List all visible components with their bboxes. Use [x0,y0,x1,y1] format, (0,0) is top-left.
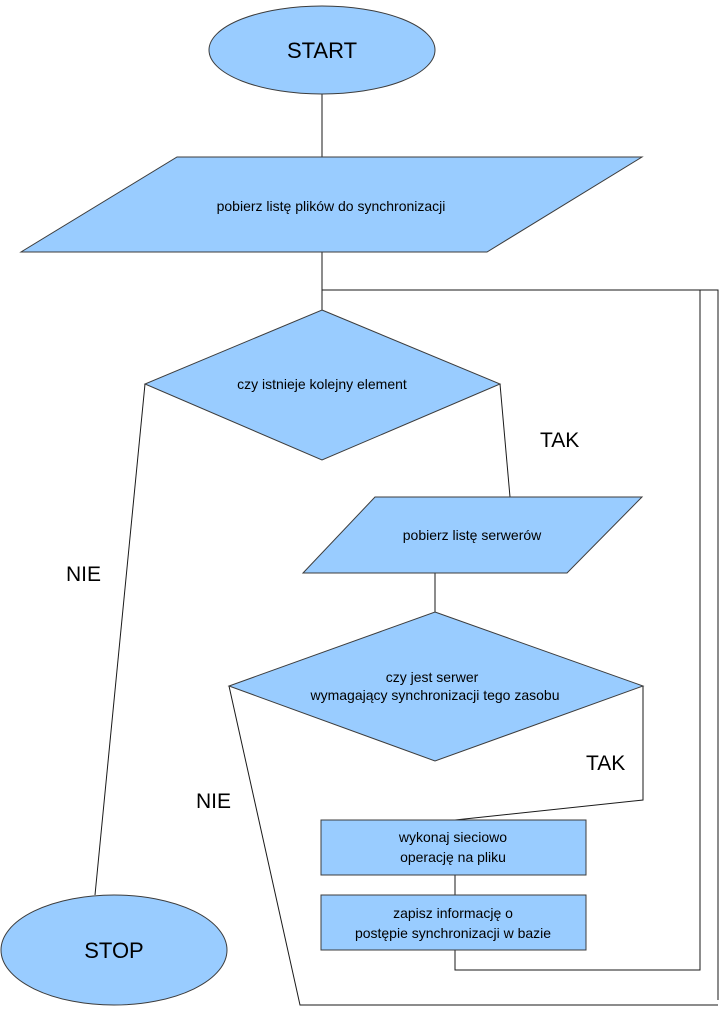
network-op-box [320,819,587,876]
connector-server-no [228,685,718,1006]
stop-ellipse [0,894,228,1006]
stop-label: STOP [84,938,144,963]
save-progress-label-line1: zapisz informację o [393,905,513,921]
network-op-node: wykonaj sieciowo operację na pliku [320,819,587,876]
get-servers-node: pobierz listę serwerów [301,496,644,574]
has-next-no-label: NIE [66,563,101,586]
server-needs-sync-node: czy jest serwer wymagający synchronizacj… [227,611,645,762]
has-next-yes-label: TAK [540,429,579,452]
server-yes-label: TAK [586,752,625,775]
loop-back-inner [454,290,701,971]
server-no-label: NIE [196,790,231,813]
get-servers-label: pobierz listę serwerów [403,527,542,543]
server-needs-sync-diamond [227,611,645,762]
start-label: START [287,38,357,63]
get-servers-parallelogram [301,496,644,574]
connector-server-yes [454,686,644,821]
loop-back-outer [322,289,719,1000]
save-progress-label-line2: postępie synchronizacji w bazie [355,925,551,941]
save-progress-box [320,894,587,951]
network-op-label-line1: wykonaj sieciowo [398,829,507,845]
get-files-label: pobierz listę plików do synchronizacji [217,198,446,214]
network-op-label-line2: operację na pliku [400,849,506,865]
server-needs-sync-label-line2: wymagający synchronizacji tego zasobu [309,687,559,703]
start-ellipse [208,5,436,95]
get-files-parallelogram [19,156,644,253]
get-files-node: pobierz listę plików do synchronizacji [19,156,644,253]
connector-has-next-no [94,383,146,896]
has-next-diamond [143,309,502,461]
server-needs-sync-label-line1: czy jest serwer [386,669,479,685]
stop-node: STOP [0,894,228,1006]
has-next-label: czy istnieje kolejny element [237,376,407,392]
connector-has-next-yes [499,383,511,498]
save-progress-node: zapisz informację o postępie synchroniza… [320,894,587,951]
has-next-node: czy istnieje kolejny element [143,309,502,461]
start-node: START [208,5,436,95]
connectors [94,94,719,1006]
